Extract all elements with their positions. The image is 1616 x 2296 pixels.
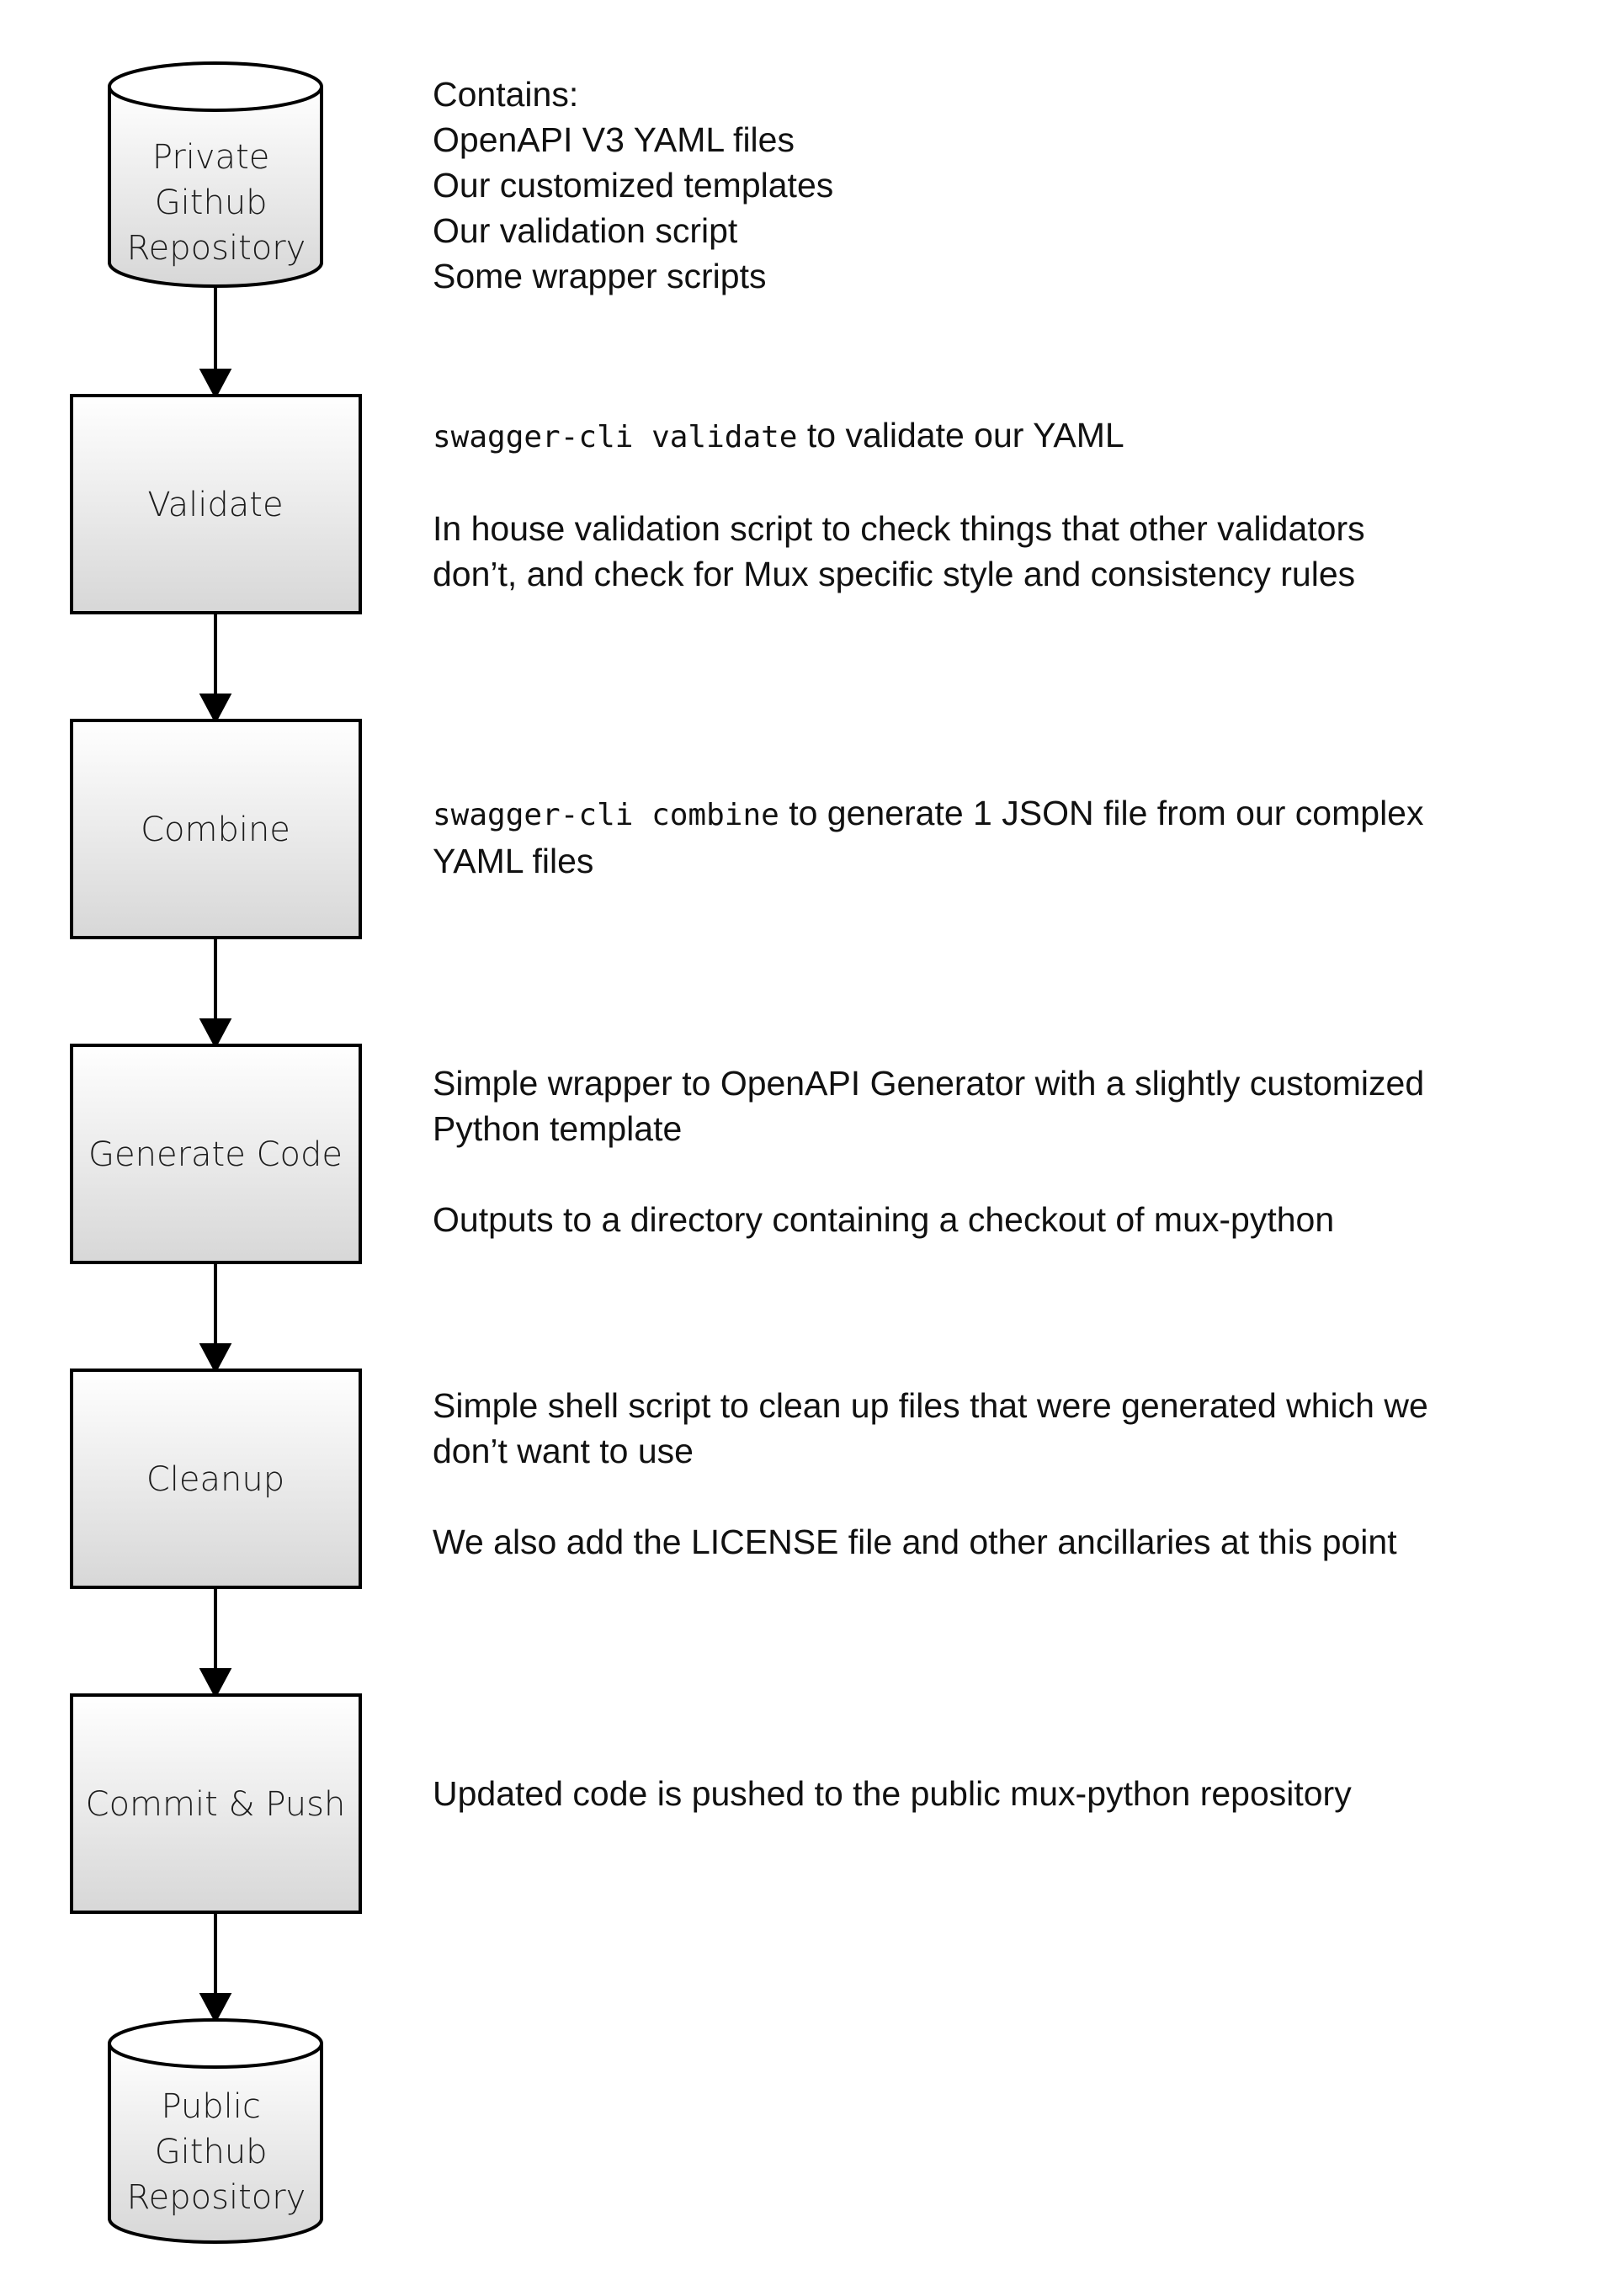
- combine-box: Combine: [70, 719, 362, 939]
- paragraph-gap: [433, 1474, 1560, 1519]
- private-repo-line-2: Github: [155, 183, 268, 222]
- private-repo-line-3: Repository: [127, 229, 306, 268]
- generate-code-label: Generate Code: [88, 1135, 343, 1174]
- svg-text:Private Github Rep: Private Github Repository: [127, 138, 306, 268]
- private-repo-desc-line-4: Our validation script: [433, 211, 738, 250]
- generate-desc-line-2: Python template: [433, 1109, 683, 1148]
- public-repo-line-2: Github: [155, 2133, 268, 2171]
- private-repo-line-1: Private: [152, 138, 269, 177]
- paragraph-gap: [433, 460, 1560, 506]
- cleanup-desc-para2: We also add the LICENSE file and other a…: [433, 1523, 1397, 1561]
- private-repo-desc-line-3: Our customized templates: [433, 166, 834, 205]
- cleanup-description: Simple shell script to clean up files th…: [433, 1383, 1560, 1565]
- private-repo-desc-line-2: OpenAPI V3 YAML files: [433, 120, 795, 159]
- cleanup-box: Cleanup: [70, 1369, 362, 1589]
- arrow-combine-to-generate: [199, 937, 232, 1050]
- validate-command-text: to validate our YAML: [797, 416, 1124, 454]
- public-repo-line-3: Repository: [127, 2178, 306, 2217]
- svg-text:Public Github Repo: Public Github Repository: [127, 2087, 306, 2217]
- cleanup-desc-line-2: don’t want to use: [433, 1432, 694, 1470]
- private-repo-desc-line-5: Some wrapper scripts: [433, 257, 767, 295]
- commit-description: Updated code is pushed to the public mux…: [433, 1771, 1560, 1816]
- validate-box: Validate: [70, 394, 362, 614]
- generate-desc-line-1: Simple wrapper to OpenAPI Generator with…: [433, 1064, 1425, 1103]
- private-repository-cylinder: Private Github Repository: [108, 61, 323, 288]
- private-repo-description: Contains: OpenAPI V3 YAML files Our cust…: [433, 72, 1560, 299]
- validate-label: Validate: [147, 486, 283, 524]
- public-repository-cylinder: Public Github Repository: [108, 2018, 323, 2244]
- public-repo-line-1: Public: [161, 2087, 260, 2126]
- arrow-cleanup-to-commit: [199, 1587, 232, 1699]
- validate-desc-para2-line-1: In house validation script to check thin…: [433, 509, 1365, 548]
- validate-description: swagger-cli validate to validate our YAM…: [433, 412, 1560, 597]
- generate-desc-para2: Outputs to a directory containing a chec…: [433, 1200, 1335, 1239]
- paragraph-gap: [433, 1151, 1560, 1197]
- cleanup-desc-line-1: Simple shell script to clean up files th…: [433, 1386, 1428, 1425]
- validate-command: swagger-cli validate: [433, 420, 798, 454]
- arrow-validate-to-combine: [199, 613, 232, 725]
- combine-command: swagger-cli combine: [433, 798, 779, 832]
- connectors: [199, 286, 232, 2024]
- generate-code-box: Generate Code: [70, 1044, 362, 1264]
- arrow-commit-to-public: [199, 1912, 232, 2024]
- cleanup-label: Cleanup: [146, 1460, 284, 1499]
- arrow-private-to-validate: [199, 286, 232, 400]
- combine-label: Combine: [141, 811, 290, 849]
- arrow-generate-to-cleanup: [199, 1262, 232, 1374]
- combine-desc-line-1: swagger-cli combine to generate 1 JSON f…: [433, 790, 1560, 838]
- combine-description: swagger-cli combine to generate 1 JSON f…: [433, 790, 1560, 884]
- commit-push-box: Commit & Push: [70, 1693, 362, 1914]
- validate-desc-line-1: swagger-cli validate to validate our YAM…: [433, 412, 1560, 460]
- combine-desc-line-2: YAML files: [433, 842, 594, 880]
- commit-desc-line-1: Updated code is pushed to the public mux…: [433, 1774, 1352, 1813]
- private-repo-desc-line-1: Contains:: [433, 75, 579, 114]
- commit-push-label: Commit & Push: [86, 1785, 346, 1824]
- combine-command-text: to generate 1 JSON file from our complex: [779, 794, 1424, 832]
- generate-description: Simple wrapper to OpenAPI Generator with…: [433, 1060, 1560, 1242]
- validate-desc-para2-line-2: don’t, and check for Mux specific style …: [433, 555, 1356, 593]
